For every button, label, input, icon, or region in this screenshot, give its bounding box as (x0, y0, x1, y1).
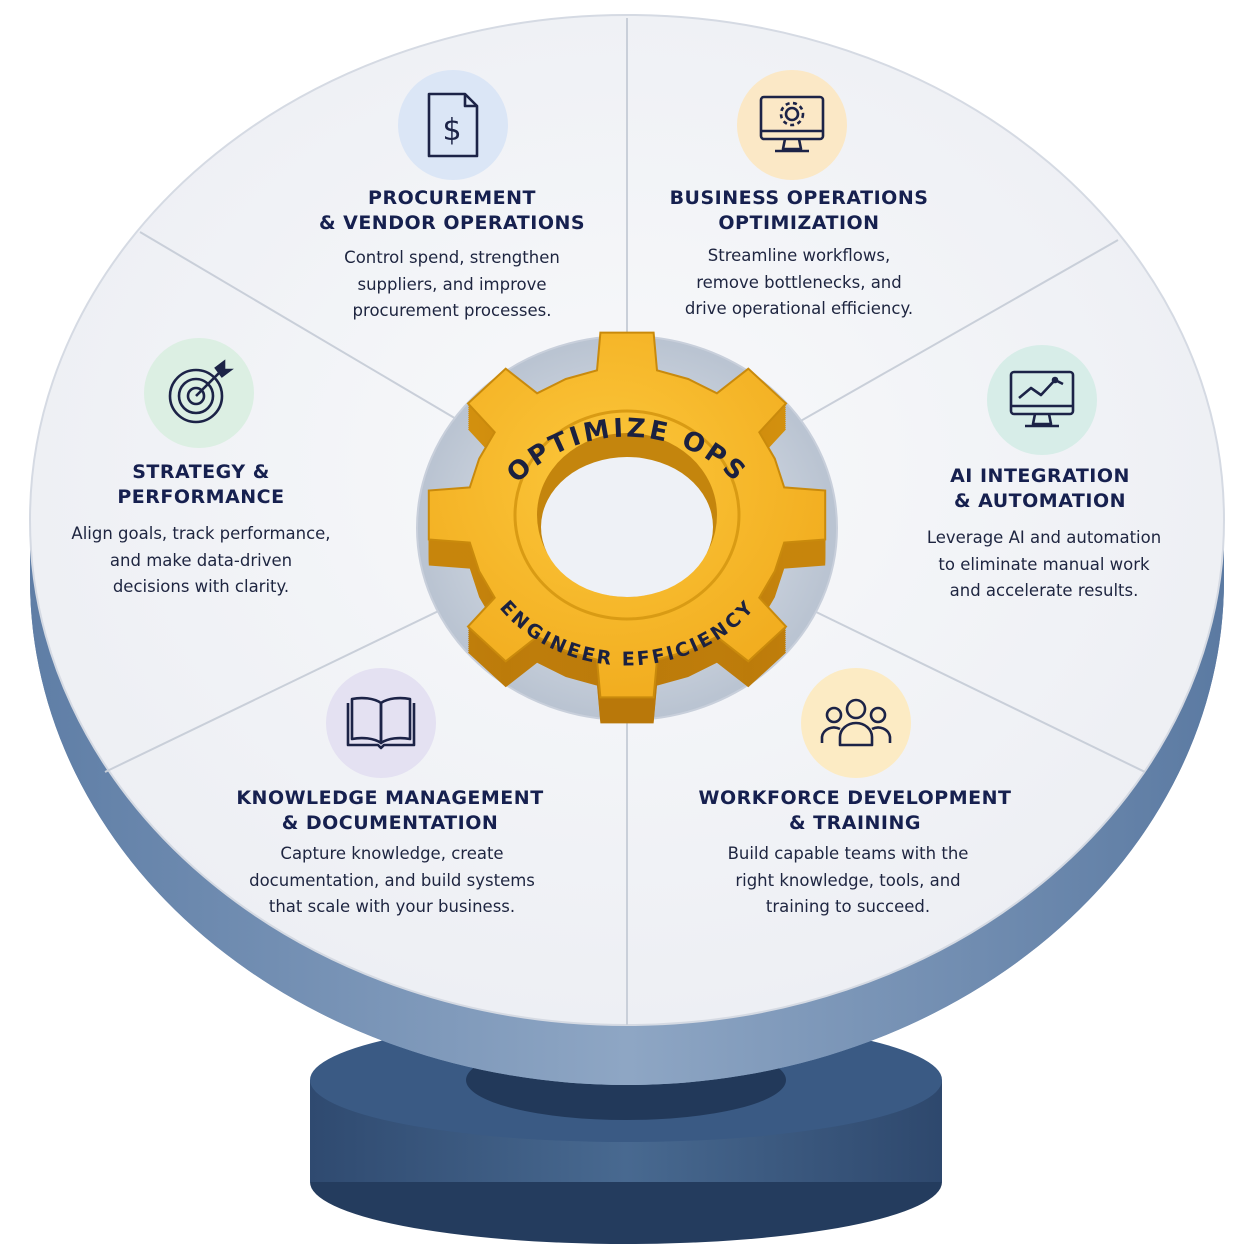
team-icon (801, 668, 911, 778)
segment-title: STRATEGY &PERFORMANCE (117, 461, 285, 508)
invoice-dollar-icon: $ (398, 70, 508, 180)
segment-title: AI INTEGRATION& AUTOMATION (950, 465, 1130, 512)
segment-title: KNOWLEDGE MANAGEMENT& DOCUMENTATION (236, 787, 544, 834)
monitor-chart-icon (987, 345, 1097, 455)
segment-title: WORKFORCE DEVELOPMENT& TRAINING (698, 787, 1012, 834)
segment-description: Streamline workflows,remove bottlenecks,… (684, 246, 914, 318)
svg-text:$: $ (442, 113, 461, 148)
segment-title: PROCUREMENT& VENDOR OPERATIONS (318, 187, 586, 234)
monitor-gear-icon (737, 70, 847, 180)
segment-description: Align goals, track performance,and make … (71, 524, 331, 596)
target-icon (144, 338, 254, 448)
open-book-icon (326, 668, 436, 778)
